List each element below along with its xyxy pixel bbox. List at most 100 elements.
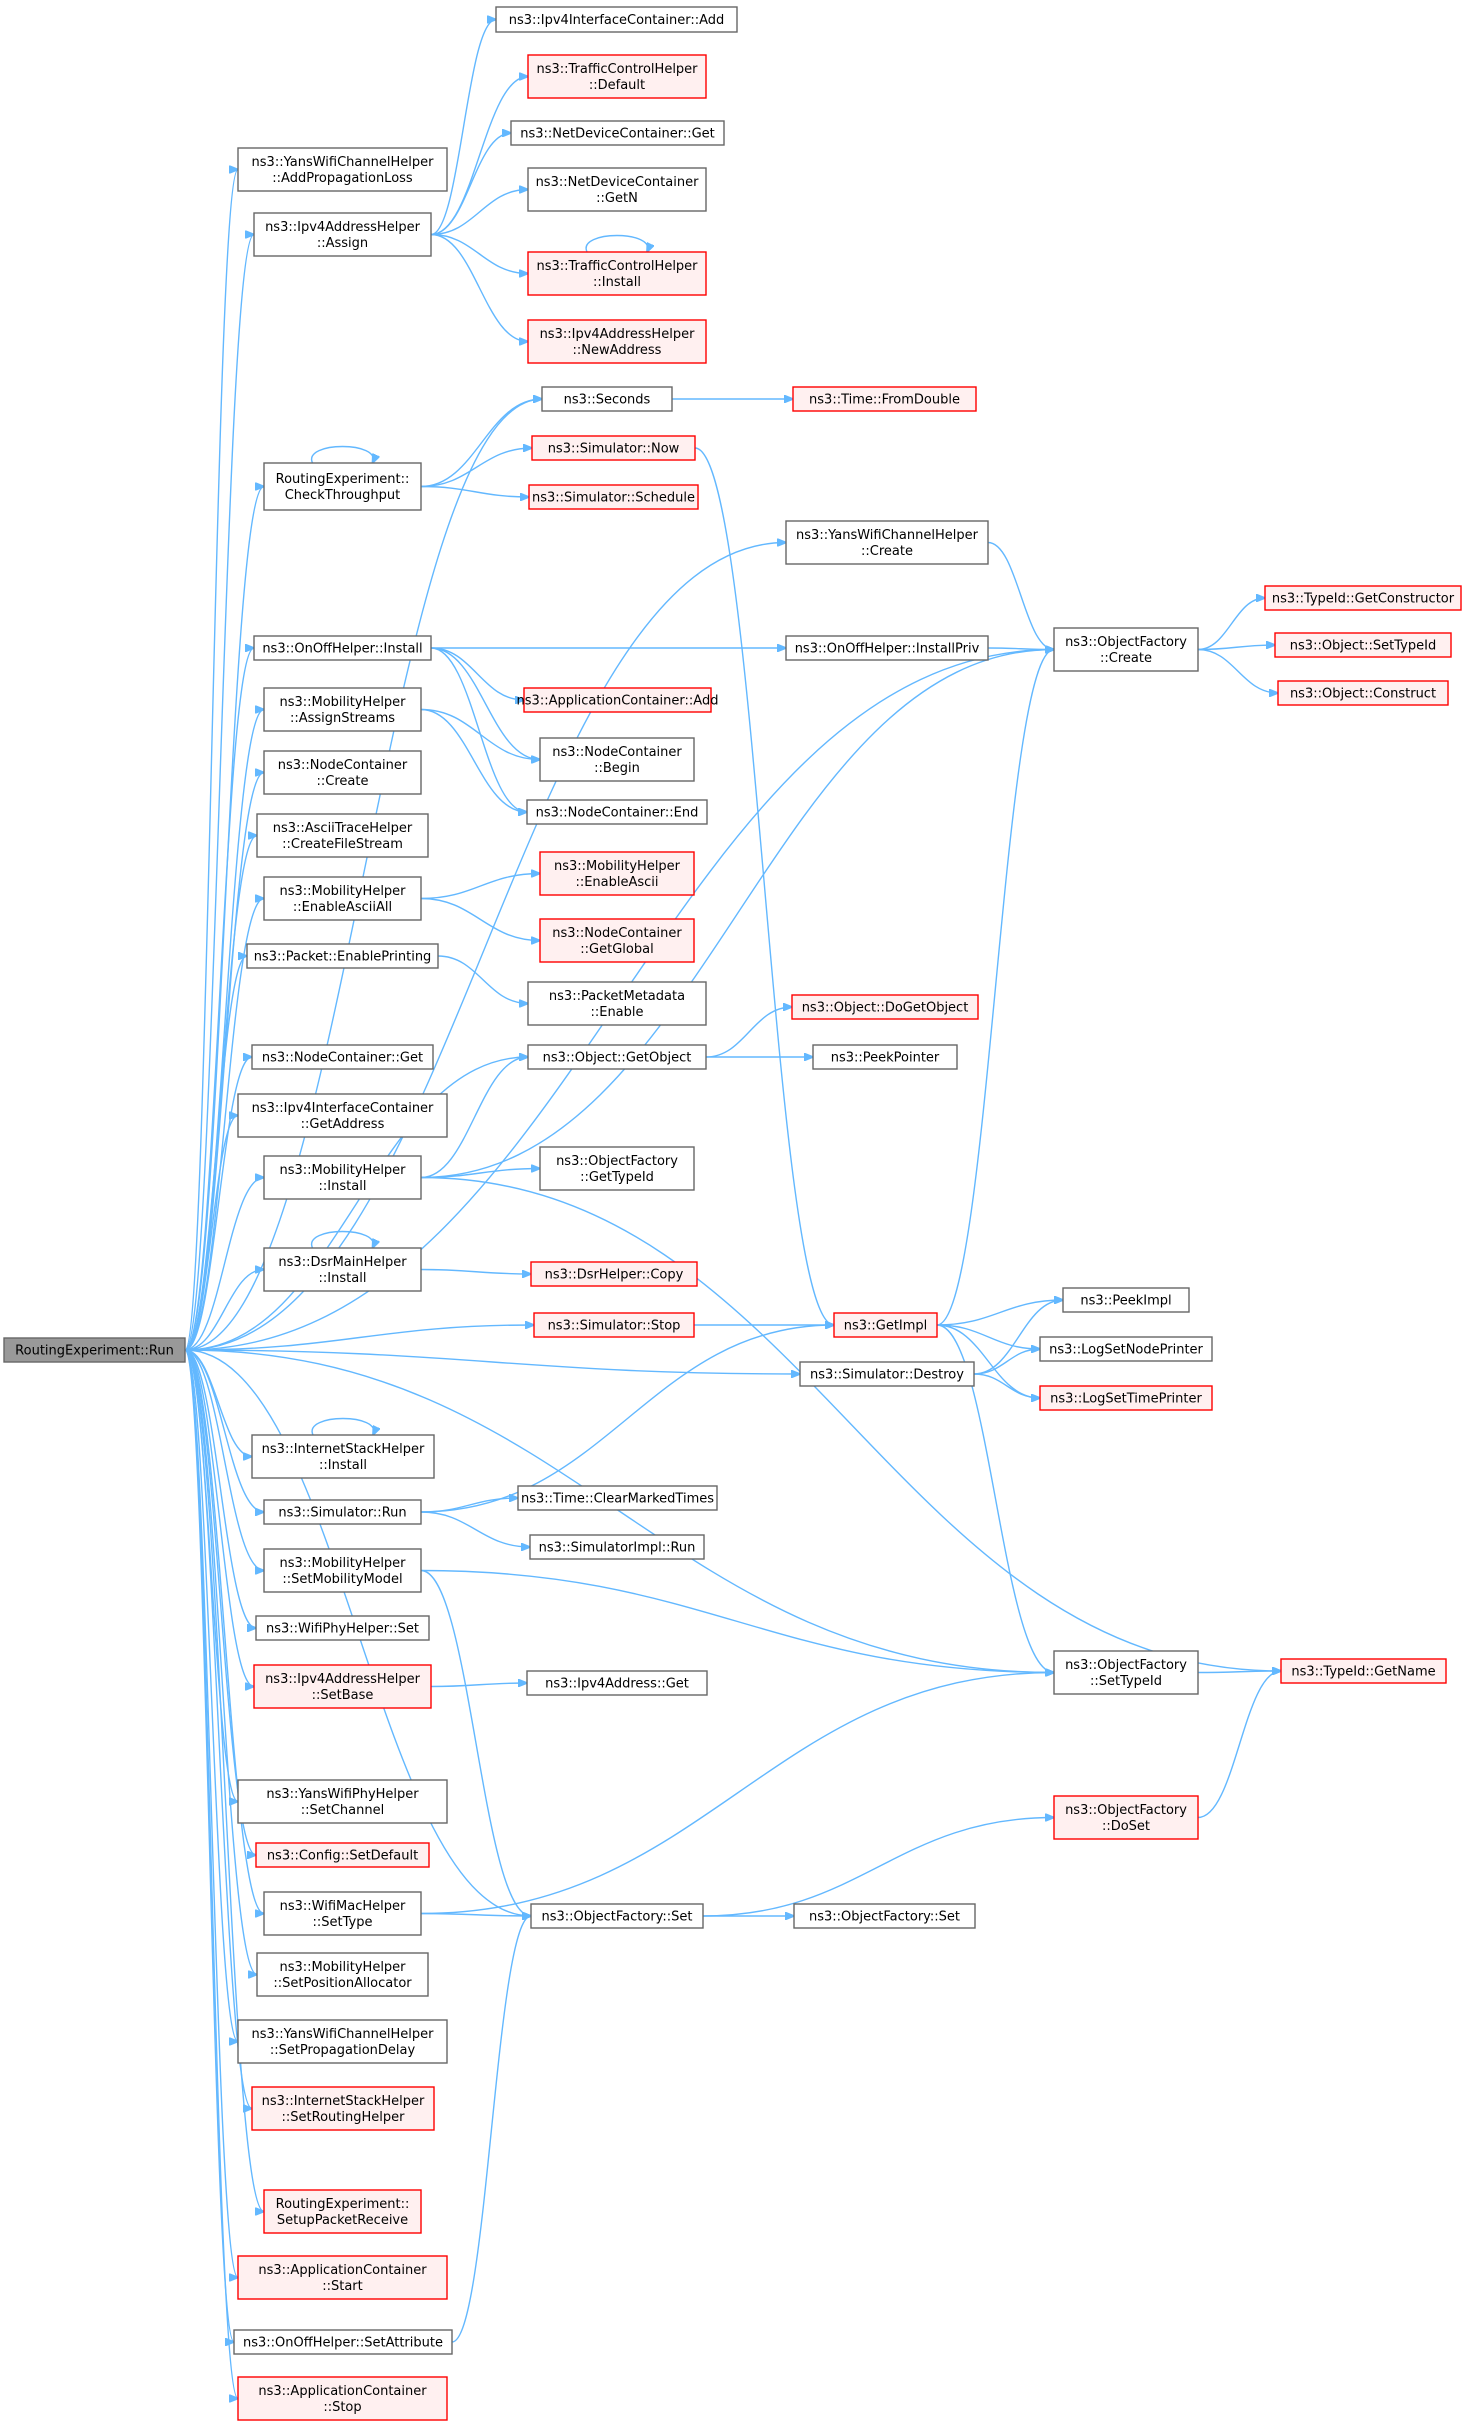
- node-yans_create[interactable]: ns3::YansWifiChannelHelper::Create: [785, 520, 989, 565]
- edge-sim_run-to-time_clearmarked: [420, 1498, 518, 1513]
- edge-re_checkthroughput-self-loop: [311, 445, 374, 464]
- node-label: ns3::NodeContainer: [552, 926, 682, 941]
- node-of_gettypeid[interactable]: ns3::ObjectFactory::GetTypeId: [539, 1146, 695, 1191]
- edge-re_checkthroughput-to-sim_now: [420, 448, 532, 488]
- node-appc_start[interactable]: ns3::ApplicationContainer::Start: [237, 2255, 448, 2300]
- node-tch_install[interactable]: ns3::TrafficControlHelper::Install: [527, 251, 707, 296]
- node-box: [541, 386, 673, 412]
- node-label: ns3::NetDeviceContainer: [536, 175, 700, 190]
- node-config_setdefault[interactable]: ns3::Config::SetDefault: [255, 1842, 430, 1868]
- edge-ipv4ah_assign-to-ndc_getn: [430, 190, 528, 236]
- node-box: [253, 1664, 432, 1709]
- node-run[interactable]: RoutingExperiment::Run: [3, 1337, 186, 1363]
- node-dsrmain_install[interactable]: ns3::DsrMainHelper::Install: [263, 1247, 422, 1292]
- node-simimpl_run[interactable]: ns3::SimulatorImpl::Run: [529, 1534, 705, 1560]
- node-onoff_installpriv[interactable]: ns3::OnOffHelper::InstallPriv: [785, 635, 989, 661]
- node-sim_stop[interactable]: ns3::Simulator::Stop: [533, 1312, 695, 1338]
- node-peekpointer[interactable]: ns3::PeekPointer: [812, 1044, 958, 1070]
- node-box: [791, 994, 979, 1020]
- node-of_set2[interactable]: ns3::ObjectFactory::Set: [793, 1903, 976, 1929]
- node-nc_begin[interactable]: ns3::NodeContainer::Begin: [539, 737, 695, 782]
- node-ipv4ah_setbase[interactable]: ns3::Ipv4AddressHelper::SetBase: [253, 1664, 432, 1709]
- node-label: ::Stop: [323, 2400, 361, 2415]
- node-sim_now[interactable]: ns3::Simulator::Now: [531, 435, 696, 461]
- node-ndc_get[interactable]: ns3::NetDeviceContainer::Get: [510, 120, 725, 146]
- node-appc_stop[interactable]: ns3::ApplicationContainer::Stop: [237, 2376, 448, 2421]
- node-label: ::EnableAsciiAll: [293, 900, 392, 915]
- node-ipv4ah_assign[interactable]: ns3::Ipv4AddressHelper::Assign: [253, 212, 432, 257]
- node-box: [251, 1044, 434, 1070]
- node-object_settypeid[interactable]: ns3::Object::SetTypeId: [1274, 632, 1452, 658]
- node-logsettimeprinter[interactable]: ns3::LogSetTimePrinter: [1039, 1385, 1213, 1411]
- node-label: ::CreateFileStream: [282, 837, 403, 852]
- node-ipv4ic_getaddress[interactable]: ns3::Ipv4InterfaceContainer::GetAddress: [237, 1093, 448, 1138]
- node-of_doset[interactable]: ns3::ObjectFactory::DoSet: [1053, 1795, 1199, 1840]
- node-tch_default[interactable]: ns3::TrafficControlHelper::Default: [527, 54, 707, 99]
- node-sim_schedule[interactable]: ns3::Simulator::Schedule: [528, 484, 699, 510]
- node-nc_get[interactable]: ns3::NodeContainer::Get: [251, 1044, 434, 1070]
- edge-ipv4ah_assign-to-ipv4ah_newaddr: [430, 233, 528, 342]
- node-peekimpl[interactable]: ns3::PeekImpl: [1062, 1287, 1190, 1313]
- node-onoff_install[interactable]: ns3::OnOffHelper::Install: [253, 635, 432, 661]
- node-nc_end[interactable]: ns3::NodeContainer::End: [526, 799, 708, 825]
- node-re_setuppacketreceive[interactable]: RoutingExperiment::SetupPacketReceive: [263, 2189, 422, 2234]
- node-box: [237, 1093, 448, 1138]
- node-time_fromdouble[interactable]: ns3::Time::FromDouble: [792, 386, 977, 412]
- node-mob_assignstreams[interactable]: ns3::MobilityHelper::AssignStreams: [263, 687, 422, 732]
- node-box: [527, 251, 707, 296]
- node-nc_create[interactable]: ns3::NodeContainer::Create: [263, 750, 422, 795]
- node-mob_enableasciiall[interactable]: ns3::MobilityHelper::EnableAsciiAll: [263, 876, 422, 921]
- node-of_set[interactable]: ns3::ObjectFactory::Set: [530, 1903, 704, 1929]
- node-of_create[interactable]: ns3::ObjectFactory::Create: [1053, 627, 1199, 672]
- node-label: RoutingExperiment::: [276, 472, 410, 487]
- node-label: ns3::GetImpl: [844, 1319, 928, 1334]
- node-ipv4ah_newaddr[interactable]: ns3::Ipv4AddressHelper::NewAddress: [527, 319, 707, 364]
- node-label: ns3::Seconds: [564, 393, 651, 408]
- node-wifiphy_set[interactable]: ns3::WifiPhyHelper::Set: [255, 1615, 430, 1641]
- node-ipv4ic_add[interactable]: ns3::Ipv4InterfaceContainer::Add: [495, 6, 738, 33]
- node-label: ns3::YansWifiChannelHelper: [252, 2027, 435, 2042]
- node-time_clearmarked[interactable]: ns3::Time::ClearMarkedTimes: [517, 1485, 718, 1511]
- node-label: ns3::MobilityHelper: [554, 859, 681, 874]
- node-pm_enable[interactable]: ns3::PacketMetadata::Enable: [527, 981, 707, 1026]
- node-ipv4addr_get[interactable]: ns3::Ipv4Address::Get: [526, 1670, 708, 1696]
- node-dsrhelper_copy[interactable]: ns3::DsrHelper::Copy: [530, 1261, 698, 1287]
- node-object_construct[interactable]: ns3::Object::Construct: [1277, 680, 1449, 706]
- node-mob_install[interactable]: ns3::MobilityHelper::Install: [263, 1155, 422, 1200]
- node-yans_setpropdelay[interactable]: ns3::YansWifiChannelHelper::SetPropagati…: [237, 2019, 448, 2064]
- node-appc_add[interactable]: ns3::ApplicationContainer::Add: [517, 687, 719, 713]
- edge-mob_enableasciiall-to-mob_enableascii: [420, 874, 540, 900]
- node-logsetnodeprinter[interactable]: ns3::LogSetNodePrinter: [1039, 1336, 1213, 1362]
- edge-of_create-to-typeid_getconstructor: [1197, 598, 1265, 651]
- node-mob_setmobilitymodel[interactable]: ns3::MobilityHelper::SetMobilityModel: [263, 1548, 422, 1593]
- node-box: [527, 1044, 707, 1070]
- node-ndc_getn[interactable]: ns3::NetDeviceContainer::GetN: [527, 167, 707, 212]
- node-mob_setposalloc[interactable]: ns3::MobilityHelper::SetPositionAllocato…: [256, 1952, 429, 1997]
- node-object_dogetobject[interactable]: ns3::Object::DoGetObject: [791, 994, 979, 1020]
- node-yansphy_setchannel[interactable]: ns3::YansWifiPhyHelper::SetChannel: [237, 1779, 448, 1824]
- node-re_checkthroughput[interactable]: RoutingExperiment::CheckThroughput: [263, 462, 422, 511]
- node-object_getobject[interactable]: ns3::Object::GetObject: [527, 1044, 707, 1070]
- node-ish_install[interactable]: ns3::InternetStackHelper::Install: [251, 1434, 435, 1479]
- node-packet_enableprinting[interactable]: ns3::Packet::EnablePrinting: [246, 943, 439, 969]
- node-mob_enableascii[interactable]: ns3::MobilityHelper::EnableAscii: [539, 851, 695, 896]
- edge-mob_assignstreams-to-nc_end: [420, 708, 527, 813]
- node-sim_destroy[interactable]: ns3::Simulator::Destroy: [799, 1361, 975, 1387]
- node-onoff_setattribute[interactable]: ns3::OnOffHelper::SetAttribute: [233, 2329, 453, 2355]
- node-label: ns3::NodeContainer::Get: [262, 1051, 423, 1066]
- node-label: ns3::Simulator::Destroy: [810, 1368, 964, 1383]
- node-of_settypeid[interactable]: ns3::ObjectFactory::SetTypeId: [1053, 1650, 1199, 1695]
- node-label: ns3::Object::DoGetObject: [802, 1001, 969, 1016]
- node-ish_setrouting[interactable]: ns3::InternetStackHelper::SetRoutingHelp…: [251, 2086, 435, 2131]
- node-typeid_getconstructor[interactable]: ns3::TypeId::GetConstructor: [1264, 585, 1462, 611]
- node-label: ns3::OnOffHelper::SetAttribute: [243, 2336, 443, 2351]
- edge-mob_assignstreams-to-nc_begin: [420, 708, 540, 760]
- node-getimpl[interactable]: ns3::GetImpl: [833, 1312, 938, 1338]
- node-yans_addprop[interactable]: ns3::YansWifiChannelHelper::AddPropagati…: [237, 147, 448, 192]
- node-seconds[interactable]: ns3::Seconds: [541, 386, 673, 412]
- node-typeid_getname[interactable]: ns3::TypeId::GetName: [1280, 1658, 1447, 1684]
- node-nc_getglobal[interactable]: ns3::NodeContainer::GetGlobal: [539, 918, 695, 963]
- node-wifimac_settype[interactable]: ns3::WifiMacHelper::SetType: [263, 1891, 422, 1936]
- node-ascii_createfilestream[interactable]: ns3::AsciiTraceHelper::CreateFileStream: [256, 813, 429, 858]
- node-sim_run[interactable]: ns3::Simulator::Run: [263, 1499, 422, 1525]
